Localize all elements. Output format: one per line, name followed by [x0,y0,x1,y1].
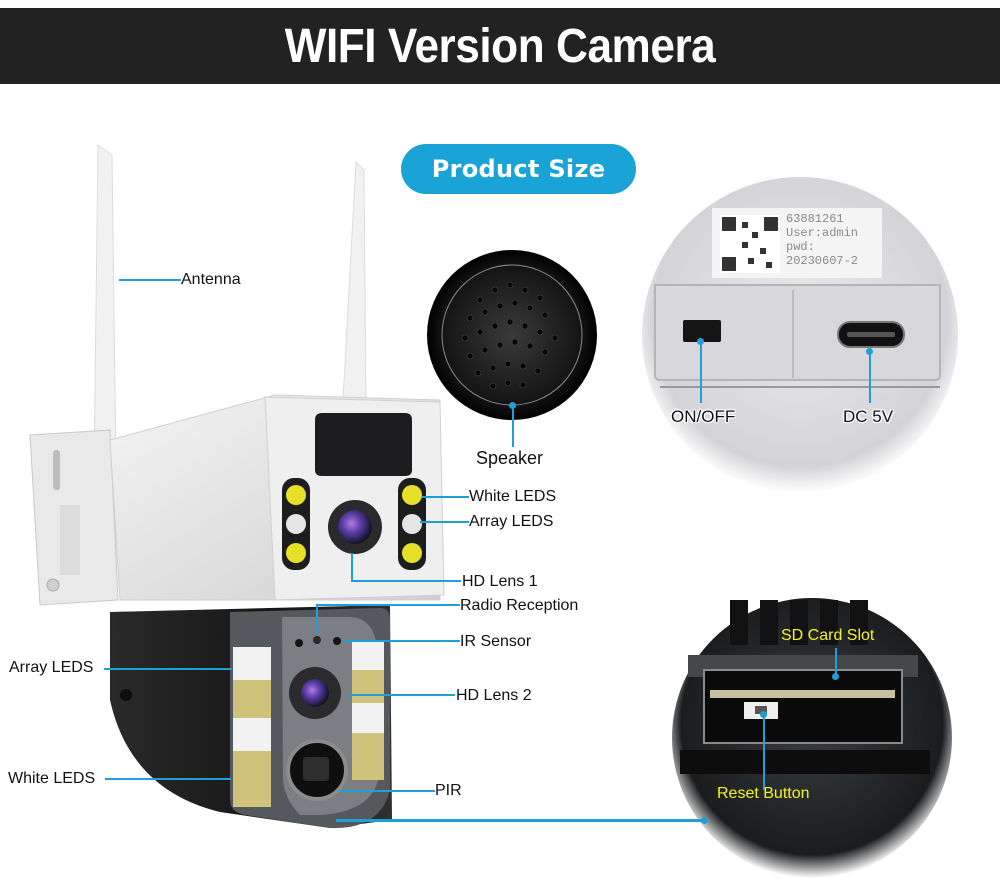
hd-lens-1-leader [351,553,353,581]
speaker-label: Speaker [476,448,544,468]
hd-lens-2-leader [347,694,455,696]
header-bar: WIFI Version Camera [0,8,1000,84]
array-leds-left-label: Array LEDS [9,659,94,676]
white-leds-left-leader [105,778,231,780]
antenna-leader [119,279,181,281]
sticker-line: 63881261 [786,212,844,226]
array-leds-left-leader [104,668,232,670]
pir-leader [340,790,435,792]
page-title: WIFI Version Camera [284,19,716,73]
device-sticker: 63881261 User:admin pwd: 20230607-2 [786,212,858,268]
white-leds-top-leader [422,496,469,498]
dc-5v-label: DC 5V [843,407,894,426]
on-off-label: ON/OFF [671,407,736,426]
sticker-line: 20230607-2 [786,254,859,268]
ir-sensor-leader [344,640,460,642]
radio-reception-leader [316,604,318,634]
hd-lens-1-label: HD Lens 1 [462,573,538,590]
radio-reception-label: Radio Reception [460,597,579,614]
sticker-line: User:admin [786,226,859,240]
sd-inset-leader [336,819,704,822]
sd-card-slot-label: SD Card Slot [781,627,875,644]
sticker-line: pwd: [786,240,815,254]
product-size-label: Product Size [431,155,606,183]
reset-button-leader [763,714,765,790]
hd-lens-2-label: HD Lens 2 [456,687,532,704]
dc-5v-leader [869,351,871,403]
sd-card-slot-leader [835,648,837,675]
product-size-badge: Product Size [401,144,636,194]
white-leds-left-label: White LEDS [8,770,96,787]
reset-button-label: Reset Button [717,785,810,802]
pir-label: PIR [435,782,462,799]
speaker-leader [512,405,514,447]
ir-sensor-label: IR Sensor [460,633,532,650]
array-leds-top-leader [420,521,469,523]
antenna-label: Antenna [181,271,241,288]
on-off-leader [700,341,702,403]
array-leds-top-label: Array LEDS [469,513,554,530]
white-leds-top-label: White LEDS [469,488,557,505]
